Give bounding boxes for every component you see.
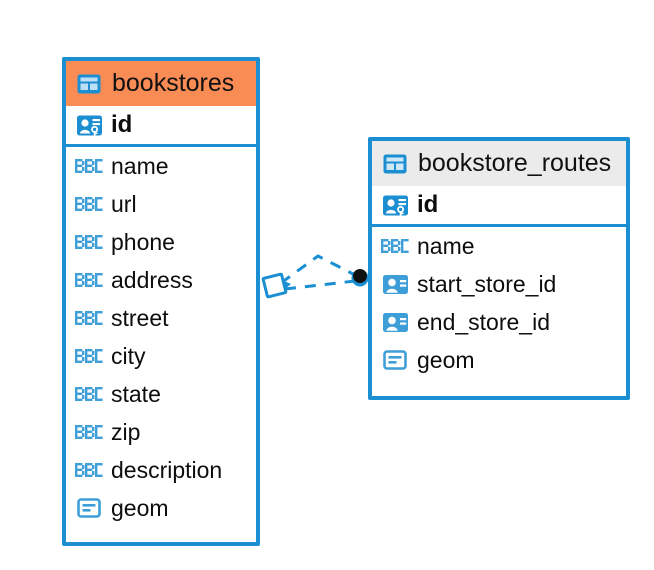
- field-row-primary-key[interactable]: id: [66, 106, 256, 144]
- field-name: geom: [111, 494, 169, 521]
- text-abc-icon: [75, 422, 103, 442]
- field-name: id: [417, 191, 439, 218]
- field-name: name: [417, 232, 475, 259]
- text-abc-icon: [75, 156, 103, 176]
- filled-circle-endpoint-icon[interactable]: [351, 269, 369, 287]
- entity-header-bookstore-routes[interactable]: bookstore_routes: [372, 141, 626, 186]
- field-row-name[interactable]: name: [66, 147, 256, 185]
- entity-header-bookstores[interactable]: bookstores: [66, 61, 256, 106]
- field-row-url[interactable]: url: [66, 185, 256, 223]
- primary-key-separator: [66, 144, 256, 147]
- entity-title: bookstore_routes: [418, 149, 612, 177]
- field-row-start-store-id[interactable]: start_store_id: [372, 265, 626, 303]
- field-row-zip[interactable]: zip: [66, 413, 256, 451]
- field-row-state[interactable]: state: [66, 375, 256, 413]
- field-name: name: [111, 152, 169, 179]
- field-row-end-store-id[interactable]: end_store_id: [372, 303, 626, 341]
- field-row-street[interactable]: street: [66, 299, 256, 337]
- field-row-phone[interactable]: phone: [66, 223, 256, 261]
- entity-bookstore-routes[interactable]: bookstore_routes id: [368, 137, 630, 400]
- field-list-bookstore-routes: name start_store_id: [372, 227, 626, 379]
- field-name: phone: [111, 228, 175, 255]
- field-row-geom[interactable]: geom: [66, 489, 256, 527]
- entity-bookstores[interactable]: bookstores id: [62, 57, 260, 546]
- field-name: start_store_id: [417, 270, 557, 297]
- reference-id-icon: [381, 270, 409, 298]
- table-icon: [381, 150, 409, 178]
- text-abc-icon: [75, 270, 103, 290]
- primary-key-separator: [372, 224, 626, 227]
- field-list-bookstores: name: [66, 147, 256, 527]
- table-icon: [75, 70, 103, 98]
- text-abc-icon: [75, 308, 103, 328]
- geometry-icon: [75, 494, 103, 522]
- relationship-line-upper: [280, 254, 358, 285]
- primary-key-icon: [381, 191, 409, 219]
- text-abc-icon: [75, 346, 103, 366]
- diamond-handle-icon[interactable]: [261, 272, 291, 299]
- text-abc-icon: [75, 194, 103, 214]
- text-abc-icon: [75, 232, 103, 252]
- reference-id-icon: [381, 308, 409, 336]
- field-row-geom[interactable]: geom: [372, 341, 626, 379]
- field-name: state: [111, 380, 161, 407]
- field-name: geom: [417, 346, 475, 373]
- field-row-address[interactable]: address: [66, 261, 256, 299]
- field-name: address: [111, 266, 193, 293]
- primary-key-icon: [75, 111, 103, 139]
- field-name: zip: [111, 418, 141, 445]
- field-name: url: [111, 190, 137, 217]
- field-name: description: [111, 456, 223, 483]
- field-row-primary-key[interactable]: id: [372, 186, 626, 224]
- text-abc-icon: [381, 236, 409, 256]
- field-name: id: [111, 111, 133, 138]
- geometry-icon: [381, 346, 409, 374]
- text-abc-icon: [75, 460, 103, 480]
- field-row-city[interactable]: city: [66, 337, 256, 375]
- field-name: street: [111, 304, 169, 331]
- entity-title: bookstores: [112, 69, 235, 97]
- field-name: city: [111, 342, 146, 369]
- text-abc-icon: [75, 384, 103, 404]
- field-row-description[interactable]: description: [66, 451, 256, 489]
- relationship-line-lower: [284, 279, 356, 291]
- field-name: end_store_id: [417, 308, 550, 335]
- field-row-name[interactable]: name: [372, 227, 626, 265]
